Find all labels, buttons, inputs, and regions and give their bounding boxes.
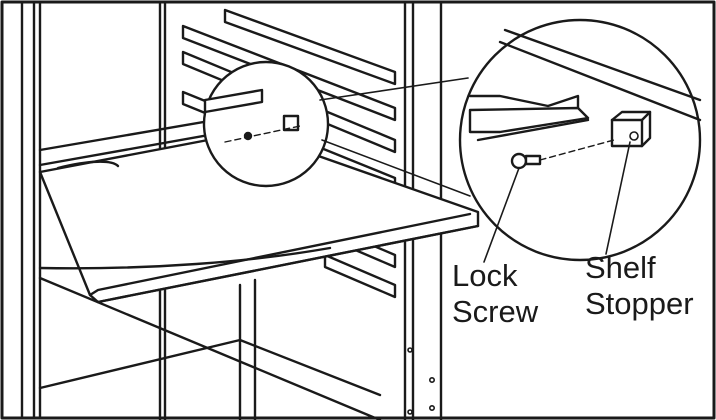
lock-screw-label: Lock Screw xyxy=(452,258,538,330)
lock-screw-label-line1: Lock xyxy=(452,258,518,293)
zoom-circle-large xyxy=(458,18,702,263)
zoom-circle-small xyxy=(202,60,330,188)
shelf-stopper-label-line2: Stopper xyxy=(585,286,694,321)
projection-lines xyxy=(319,77,471,197)
shelf-stopper-label-line1: Shelf xyxy=(585,250,656,285)
shelf-stopper-label: Shelf Stopper xyxy=(585,250,694,322)
lower-compartment xyxy=(38,276,382,420)
cabinet-left-wall xyxy=(20,0,42,420)
lock-screw-label-line2: Screw xyxy=(452,294,539,329)
